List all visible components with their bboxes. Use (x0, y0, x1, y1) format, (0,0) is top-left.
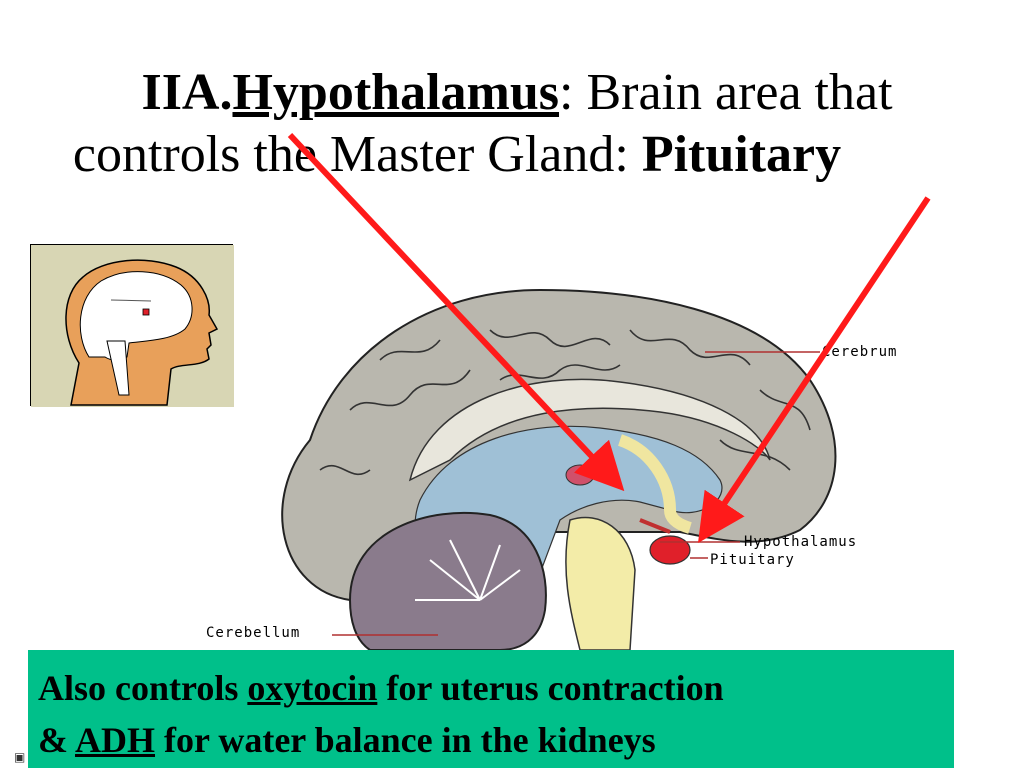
cerebellum-folia (415, 539, 521, 601)
note-l1-a: Also controls (38, 668, 248, 708)
title-term: Hypothalamus (232, 64, 560, 121)
title-line-2: controls the Master Gland: Pituitary (0, 124, 1024, 186)
note-line-2: & ADH for water balance in the kidneys (38, 714, 944, 766)
note-l1-b: for uterus contraction (377, 668, 724, 708)
cerebellum-shape (348, 511, 547, 650)
title-prefix: IIA. (141, 64, 233, 121)
title-line-1: IIA.Hypothalamus: Brain area that (10, 62, 1024, 124)
arrow-to-hypothalamus (287, 132, 625, 492)
note-line-1: Also controls oxytocin for uterus contra… (38, 662, 944, 714)
arrow-to-pituitary (698, 196, 931, 543)
brainstem-shape (565, 516, 636, 650)
note-oxytocin: oxytocin (247, 668, 378, 708)
head-silhouette-icon (31, 245, 234, 407)
label-cerebrum: Cerebrum (822, 344, 898, 360)
slide-title: IIA.Hypothalamus: Brain area that contro… (0, 62, 1024, 186)
label-pituitary: Pituitary (710, 552, 795, 568)
title-pituitary: Pituitary (641, 126, 842, 183)
brain-diagram (281, 288, 837, 650)
label-hypothalamus: Hypothalamus (744, 534, 858, 550)
title-line2-text: controls the Master Gland: (72, 126, 642, 183)
pituitary-shape (649, 535, 691, 565)
note-l2-a: & (38, 720, 76, 760)
note-l2-b: for water balance in the kidneys (155, 720, 656, 760)
title-rest: : Brain area that (559, 64, 893, 121)
note-box: Also controls oxytocin for uterus contra… (28, 650, 954, 768)
label-cerebellum: Cerebellum (206, 625, 301, 641)
head-thumbnail (30, 244, 234, 407)
note-adh: ADH (75, 720, 156, 760)
slide-icon: ▣ (14, 750, 26, 764)
